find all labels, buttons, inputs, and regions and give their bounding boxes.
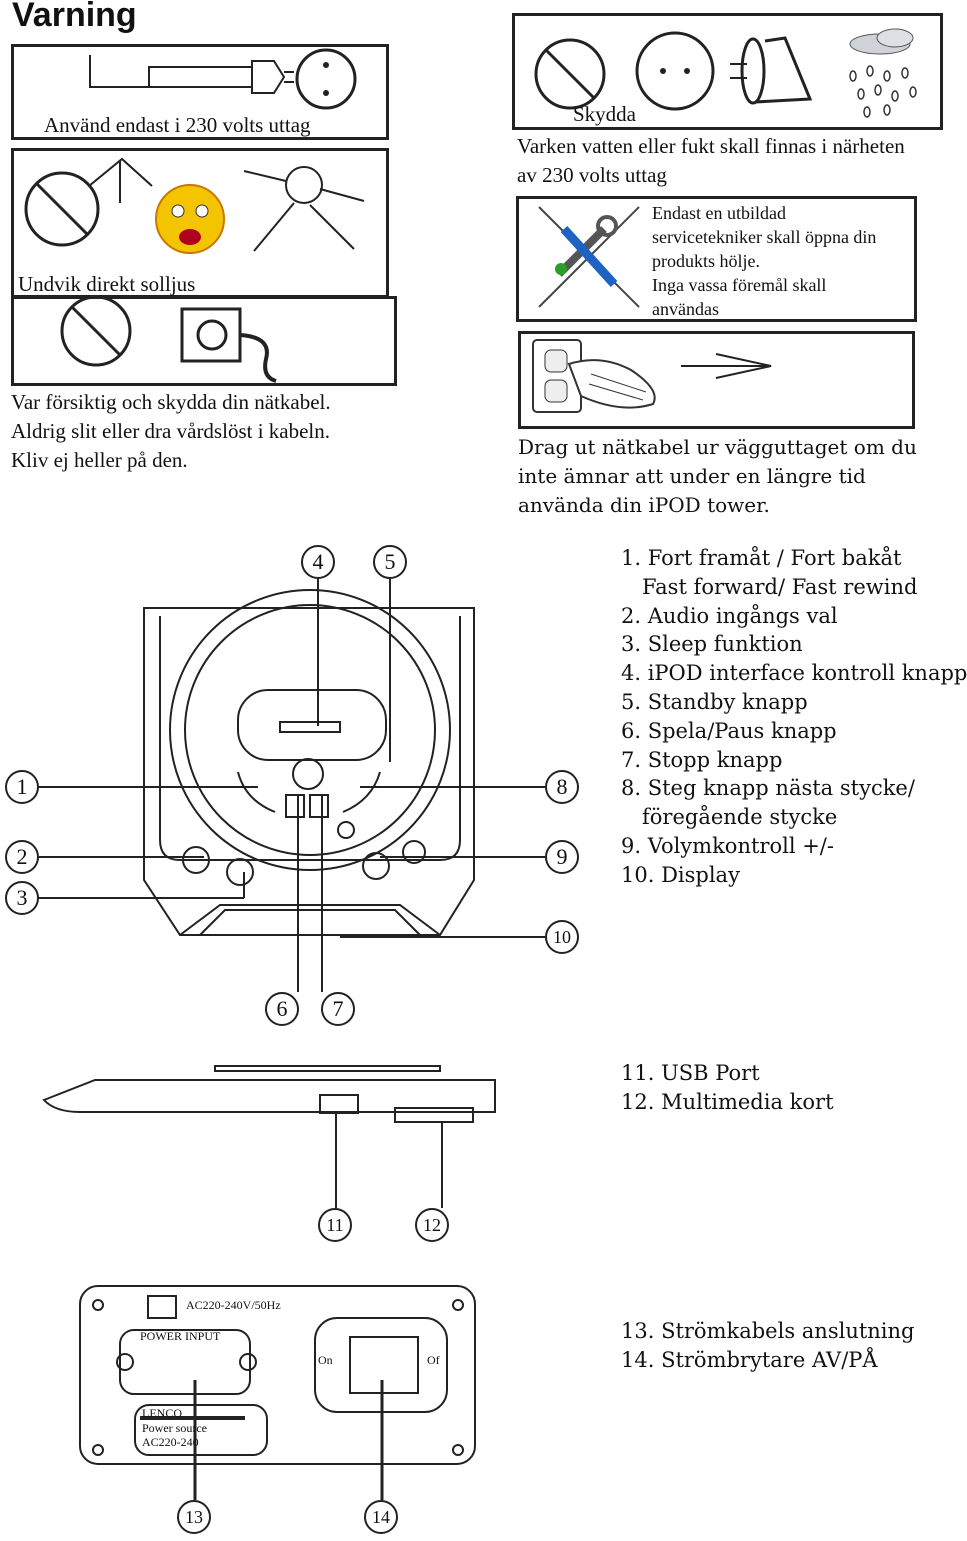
legend-item: 12. Multimedia kort — [621, 1089, 834, 1114]
legend-item: 1. Fort framåt / Fort bakåt — [621, 546, 902, 570]
unplug-text-1: Drag ut nätkabel ur vägguttaget om du — [518, 435, 917, 459]
callout-10: 10 — [545, 920, 579, 954]
service-text-1: Endast en utbildad — [652, 203, 786, 223]
legend-item: 13. Strömkabels anslutning — [621, 1319, 915, 1343]
service-text-3: produkts hölje. — [652, 251, 760, 271]
legend-item: 4. iPOD interface kontroll knapp — [621, 661, 967, 686]
unplug-text-2: inte ämnar att under en längre tid — [518, 464, 866, 488]
power-source-value: AC220-240 — [142, 1435, 199, 1449]
moisture-icons — [534, 28, 917, 118]
switch-on-label: On — [318, 1353, 333, 1367]
protect-text-1: Varken vatten eller fukt skall finnas i … — [517, 134, 905, 158]
outlet-caption: Använd endast i 230 volts uttag — [44, 113, 311, 137]
service-text-2: servicetekniker skall öppna din — [652, 227, 877, 247]
unplug-warning-box — [518, 331, 915, 429]
callout-2: 2 — [5, 840, 39, 874]
legend-item: 11. USB Port — [621, 1061, 760, 1085]
service-text-5: användas — [652, 299, 719, 319]
switch-off-label: Of — [427, 1353, 440, 1367]
unplug-icon — [532, 339, 772, 413]
legend-item: föregående stycke — [642, 805, 838, 830]
voltage-label: AC220-240V/50Hz — [186, 1298, 281, 1312]
protect-title: Skydda — [573, 102, 636, 126]
protect-warning-box: Skydda — [512, 13, 943, 130]
legend-item: 6. Spela/Paus knapp — [621, 718, 837, 743]
power-source-label: Power source — [142, 1421, 207, 1435]
legend-item: 9. Volymkontroll +/- — [621, 833, 834, 858]
sunlight-caption: Undvik direkt solljus — [18, 272, 196, 296]
legend-item: 5. Standby knapp — [621, 689, 808, 714]
callout-1: 1 — [5, 770, 39, 804]
page-title: Varning — [12, 0, 137, 34]
callout-6: 6 — [265, 992, 299, 1026]
callout-13: 13 — [177, 1500, 211, 1534]
callout-12: 12 — [415, 1208, 449, 1242]
sunlight-warning-box: Undvik direkt solljus — [11, 148, 389, 298]
cable-text-2: Aldrig slit eller dra vårdslöst i kabeln… — [11, 419, 331, 443]
cable-icons — [60, 295, 277, 383]
callout-14: 14 — [364, 1500, 398, 1534]
cable-text-3: Kliv ej heller på den. — [11, 448, 188, 472]
legend-item: 10. Display — [621, 862, 740, 887]
callout-7: 7 — [321, 992, 355, 1026]
callout-8: 8 — [545, 770, 579, 804]
legend-item: Fast forward/ Fast rewind — [642, 574, 918, 599]
protect-text-2: av 230 volts uttag — [517, 163, 667, 187]
legend-item: 2. Audio ingångs val — [621, 603, 838, 628]
sun-icons — [24, 157, 365, 254]
tools-icon — [538, 206, 640, 308]
side-legend: 11. USB Port 12. Multimedia kort — [621, 1059, 834, 1117]
back-legend: 13. Strömkabels anslutning 14. Strömbryt… — [621, 1317, 915, 1375]
legend-item: 3. Sleep funktion — [621, 632, 803, 657]
unplug-text-3: använda din iPOD tower. — [518, 493, 770, 517]
callout-11: 11 — [318, 1208, 352, 1242]
cable-text-1: Var försiktig och skydda din nätkabel. — [11, 390, 331, 414]
callout-9: 9 — [545, 840, 579, 874]
legend-item: 14. Strömbrytare AV/PÅ — [621, 1347, 878, 1372]
legend-item: 8. Steg knapp nästa stycke/ — [621, 776, 915, 801]
service-text-4: Inga vassa föremål skall — [652, 275, 827, 295]
front-legend: 1. Fort framåt / Fort bakåt Fast forward… — [621, 544, 967, 890]
cable-warning-box — [11, 295, 397, 386]
plug-outlet-icon — [89, 48, 357, 110]
callout-3: 3 — [5, 881, 39, 915]
callout-5: 5 — [373, 545, 407, 579]
service-warning-box: Endast en utbildad servicetekniker skall… — [516, 196, 917, 322]
outlet-warning-box: Använd endast i 230 volts uttag — [11, 44, 389, 140]
brand-label: LENCO — [142, 1406, 182, 1420]
callout-4: 4 — [301, 545, 335, 579]
power-input-label: POWER INPUT — [140, 1329, 221, 1343]
legend-item: 7. Stopp knapp — [621, 747, 783, 772]
